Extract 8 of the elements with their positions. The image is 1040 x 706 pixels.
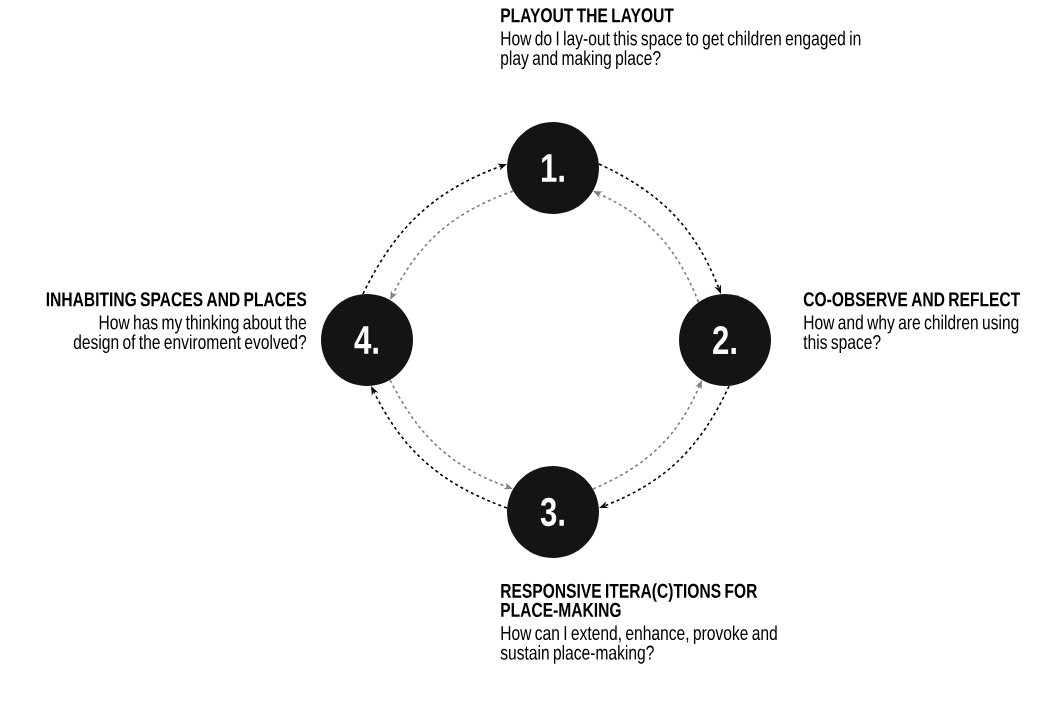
description: How can I extend, enhance, provoke and sustain place-making? (500, 625, 777, 664)
heading: CO-OBSERVE AND REFLECT (803, 292, 1021, 307)
description: How has my thinking about the design of the enviroment evolved? (73, 314, 307, 354)
heading: PLAYOUT THE LAYOUT (501, 8, 674, 23)
description: How and why are children using this space? (803, 314, 1019, 354)
heading: RESPONSIVE ITERA(C)TIONS FOR PLACE-MAKING (501, 583, 758, 617)
heading: INHABITING SPACES AND PLACES (46, 292, 307, 307)
description: How do I lay-out this space to get children engaged in play and making place? (501, 30, 861, 70)
